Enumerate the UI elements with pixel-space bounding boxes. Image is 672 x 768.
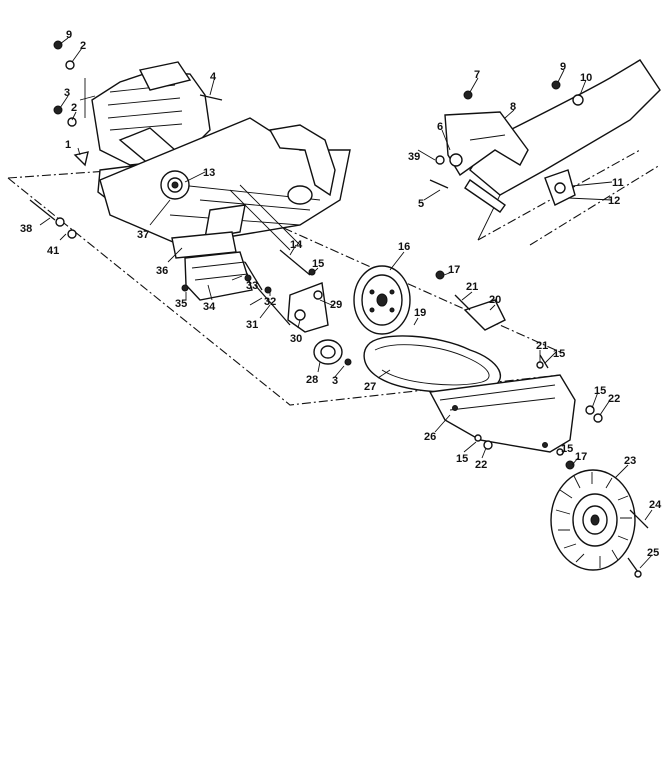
callout-37: 37 [137, 229, 149, 241]
callout-15: 15 [553, 348, 565, 360]
callout-19: 19 [414, 307, 426, 319]
callout-9: 9 [66, 29, 72, 41]
callout-9: 9 [560, 61, 566, 73]
callout-33: 33 [246, 280, 258, 292]
callout-14: 14 [290, 239, 303, 251]
callout-22: 22 [475, 459, 487, 471]
skid-plate [171, 231, 253, 301]
hub-assembly [160, 170, 190, 200]
bracket-20 [454, 294, 549, 369]
callout-29: 29 [330, 299, 342, 311]
callout-17: 17 [575, 451, 587, 463]
callout-23: 23 [624, 455, 636, 467]
callout-2: 2 [71, 102, 77, 114]
callout-24: 24 [649, 499, 662, 511]
callout-15: 15 [312, 258, 324, 270]
bracket-11 [544, 169, 576, 206]
callout-labels: 9 2 3 2 1 4 7 8 6 39 5 9 10 11 12 13 37 … [20, 29, 662, 559]
callout-16: 16 [398, 241, 410, 253]
callout-15: 15 [594, 385, 606, 397]
tire-23 [550, 469, 636, 571]
callout-22: 22 [608, 393, 620, 405]
pulley-16 [353, 265, 411, 335]
callout-38: 38 [20, 223, 32, 235]
depth-bar [429, 178, 506, 213]
callout-21: 21 [536, 340, 548, 352]
callout-8: 8 [510, 101, 516, 113]
idler-pulley-28 [313, 339, 352, 366]
callout-13: 13 [203, 167, 215, 179]
callout-12: 12 [608, 195, 620, 207]
pin-25 [627, 509, 649, 578]
callout-25: 25 [647, 547, 659, 559]
callout-39: 39 [408, 151, 420, 163]
frame-housing [99, 117, 351, 251]
callout-31: 31 [246, 319, 258, 331]
callout-4: 4 [210, 71, 217, 83]
callout-5: 5 [418, 198, 424, 210]
callout-30: 30 [290, 333, 302, 345]
callout-11: 11 [612, 177, 624, 189]
drive-belt-27 [363, 335, 502, 393]
callout-32: 32 [264, 296, 276, 308]
callout-36: 36 [156, 265, 168, 277]
callout-2: 2 [80, 40, 86, 52]
callout-1: 1 [65, 139, 71, 151]
belt-guard-26 [428, 374, 576, 453]
callout-6: 6 [437, 121, 443, 133]
callout-41: 41 [47, 245, 59, 257]
depth-bracket-8 [444, 111, 529, 177]
callout-35: 35 [175, 298, 187, 310]
idler-bracket [287, 282, 329, 333]
callout-3: 3 [332, 375, 338, 387]
leader-lines [39, 37, 653, 569]
callout-7: 7 [474, 69, 480, 81]
rods [244, 249, 311, 326]
callout-3: 3 [64, 87, 70, 99]
callout-15: 15 [456, 453, 468, 465]
callout-17: 17 [448, 264, 460, 276]
callout-20: 20 [489, 294, 501, 306]
callout-26: 26 [424, 431, 436, 443]
callout-28: 28 [306, 374, 318, 386]
callout-15: 15 [561, 443, 573, 455]
callout-34: 34 [203, 301, 216, 313]
callout-10: 10 [580, 72, 592, 84]
callout-27: 27 [364, 381, 376, 393]
callout-21: 21 [466, 281, 478, 293]
